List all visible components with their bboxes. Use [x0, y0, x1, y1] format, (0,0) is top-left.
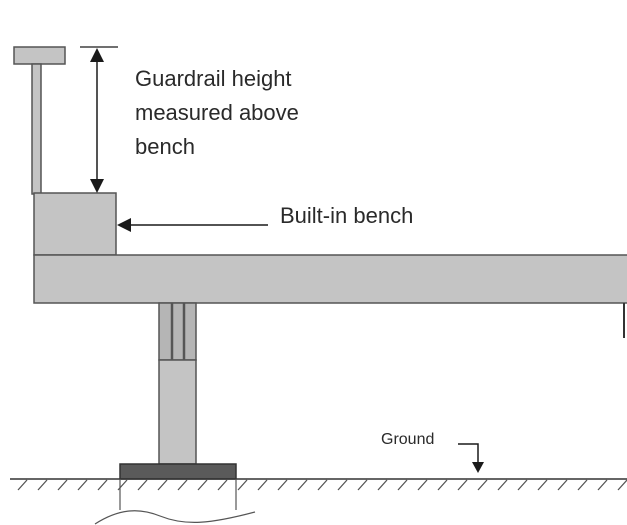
- built-in-bench: [33, 192, 117, 256]
- ground-hatch-mark: [117, 479, 128, 491]
- ground-hatch-mark: [177, 479, 188, 491]
- ground-hatch-mark: [457, 479, 468, 491]
- ground-hatch-mark: [57, 479, 68, 491]
- guardrail-label-line3: bench: [135, 134, 195, 159]
- ground-hatch-mark: [137, 479, 148, 491]
- ground-hatch-mark: [157, 479, 168, 491]
- ground-hatch-mark: [357, 479, 368, 491]
- ground-hatch-mark: [517, 479, 528, 491]
- bench-label: Built-in bench: [280, 203, 413, 228]
- soil-break-line: [94, 510, 256, 525]
- ground-hatch-mark: [277, 479, 288, 491]
- beam: [158, 302, 197, 361]
- guardrail-post: [31, 63, 42, 195]
- ground-hatch-mark: [557, 479, 568, 491]
- ground-hatch-mark: [337, 479, 348, 491]
- guardrail-label-line2: measured above: [135, 100, 299, 125]
- bench-pointer-arrowhead: [117, 218, 131, 232]
- ground-hatch-mark: [237, 479, 248, 491]
- ground-hatching: [17, 479, 627, 491]
- ground-hatch-mark: [197, 479, 208, 491]
- ground-hatch-mark: [497, 479, 508, 491]
- ground-hatch-mark: [257, 479, 268, 491]
- ground-pointer-arrowhead: [472, 462, 484, 473]
- footing: [119, 463, 237, 480]
- guardrail-label-line1: Guardrail height: [135, 66, 292, 91]
- support-post: [158, 359, 197, 465]
- ground-label: Ground: [381, 431, 434, 448]
- deck-platform: [33, 254, 627, 304]
- ground-hatch-mark: [477, 479, 488, 491]
- ground-hatch-mark: [597, 479, 608, 491]
- ground-hatch-mark: [577, 479, 588, 491]
- ground-hatch-mark: [77, 479, 88, 491]
- dimension-arrow-up: [90, 48, 104, 62]
- ground-hatch-mark: [537, 479, 548, 491]
- ground-hatch-mark: [97, 479, 108, 491]
- ground-hatch-mark: [217, 479, 228, 491]
- ground-hatch-mark: [617, 479, 627, 491]
- ground-hatch-mark: [17, 479, 28, 491]
- ground-hatch-mark: [377, 479, 388, 491]
- dimension-arrow-down: [90, 179, 104, 193]
- ground-hatch-mark: [437, 479, 448, 491]
- ground-hatch-mark: [37, 479, 48, 491]
- ground-hatch-mark: [397, 479, 408, 491]
- guardrail-cap: [13, 46, 66, 65]
- ground-hatch-mark: [317, 479, 328, 491]
- ground-hatch-mark: [297, 479, 308, 491]
- ground-pointer-line: [458, 443, 479, 464]
- ground-hatch-mark: [417, 479, 428, 491]
